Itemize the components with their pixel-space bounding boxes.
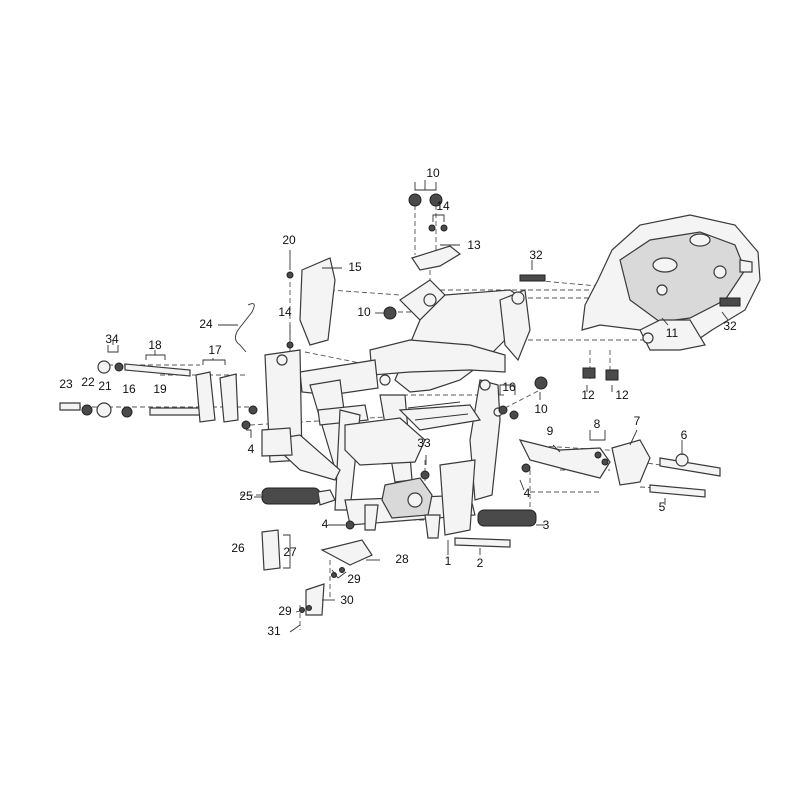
callout-24: 24: [199, 317, 213, 331]
long-bolt: [124, 363, 191, 377]
bushing: [97, 360, 111, 374]
bushing: [96, 402, 112, 418]
nut: [521, 463, 531, 473]
callout-14: 14: [436, 199, 450, 213]
left-footpeg: [261, 487, 336, 506]
callout-14: 14: [278, 305, 292, 319]
callout-2: 2: [477, 556, 484, 570]
nut: [248, 405, 258, 415]
callout-32: 32: [529, 248, 543, 262]
callout-32: 32: [723, 319, 737, 333]
callout-25: 25: [239, 489, 253, 503]
bolt: [719, 297, 741, 307]
lower-bracket: [320, 539, 373, 566]
footpeg-bracket: [518, 439, 611, 479]
long-bolt: [454, 537, 511, 548]
callout-31: 31: [267, 624, 281, 638]
washer: [114, 362, 124, 372]
nut: [498, 405, 508, 415]
grommet: [408, 193, 422, 207]
nut: [601, 458, 609, 466]
long-bolt: [149, 407, 206, 416]
grommet: [383, 306, 397, 320]
callout-4: 4: [248, 442, 255, 456]
callout-8: 8: [594, 417, 601, 431]
callout-23: 23: [59, 377, 73, 391]
callout-4: 4: [524, 486, 531, 500]
nut: [345, 520, 355, 530]
nut: [241, 420, 251, 430]
callout-10: 10: [426, 166, 440, 180]
callout-34: 33: [417, 436, 431, 450]
heat-shield-pad: [261, 529, 281, 571]
screw: [428, 224, 436, 232]
callout-1: 1: [445, 554, 452, 568]
bolt: [420, 470, 430, 480]
screw: [339, 567, 345, 573]
bolt: [605, 369, 619, 381]
bolt: [519, 274, 546, 282]
callout-33: 34: [105, 332, 119, 346]
callout-5: 5: [659, 500, 666, 514]
callout-13: 13: [467, 238, 481, 252]
callout-3: 3: [543, 518, 550, 532]
callout-labels: 10 14 13 20 15 32 10 14 24 11 32 34 18 1…: [59, 166, 737, 638]
callout-15: 15: [348, 260, 362, 274]
callout-17: 17: [208, 343, 222, 357]
main-frame: [299, 279, 531, 539]
screw: [306, 605, 312, 611]
bolt: [582, 367, 596, 379]
grommet: [429, 193, 443, 207]
callout-12: 12: [581, 388, 595, 402]
callout-20: 20: [282, 233, 296, 247]
screw: [289, 624, 301, 633]
callout-16: 16: [122, 382, 136, 396]
grommet: [534, 376, 548, 390]
callout-29: 29: [347, 572, 361, 586]
callout-27: 27: [283, 545, 297, 559]
callout-9: 9: [547, 424, 554, 438]
screw: [286, 341, 294, 349]
callout-26: 26: [231, 541, 245, 555]
long-bolt: [659, 457, 721, 477]
washer: [81, 404, 93, 416]
spacer: [675, 453, 689, 467]
tank-cover: [581, 214, 761, 351]
callout-11: 11: [666, 326, 679, 340]
rear-subframe: [261, 349, 341, 481]
mount-bracket: [219, 373, 239, 423]
mount-bracket: [195, 371, 216, 423]
callout-4: 4: [322, 517, 329, 531]
footpeg-bracket: [611, 439, 651, 486]
long-bolt: [59, 402, 81, 411]
callout-19: 19: [153, 382, 167, 396]
right-footpeg: [477, 509, 537, 527]
nut: [594, 451, 602, 459]
nut: [121, 406, 133, 418]
callout-12: 12: [615, 388, 629, 402]
nut: [509, 410, 519, 420]
callout-28: 28: [395, 552, 409, 566]
callout-7: 7: [634, 414, 641, 428]
callout-30: 30: [340, 593, 354, 607]
leader-lines: [107, 180, 729, 613]
callout-6: 6: [681, 428, 688, 442]
wire-clip: [235, 303, 255, 353]
callout-21: 21: [98, 379, 112, 393]
long-bolt: [649, 484, 706, 498]
screw: [440, 224, 448, 232]
callout-29: 29: [278, 604, 292, 618]
callout-16: 16: [502, 380, 516, 394]
top-bracket: [411, 245, 462, 271]
callout-10: 10: [357, 305, 371, 319]
callout-10: 10: [534, 402, 548, 416]
callout-22: 22: [81, 375, 95, 389]
bolt: [286, 271, 294, 279]
side-plate: [299, 257, 336, 346]
callout-18: 18: [148, 338, 162, 352]
